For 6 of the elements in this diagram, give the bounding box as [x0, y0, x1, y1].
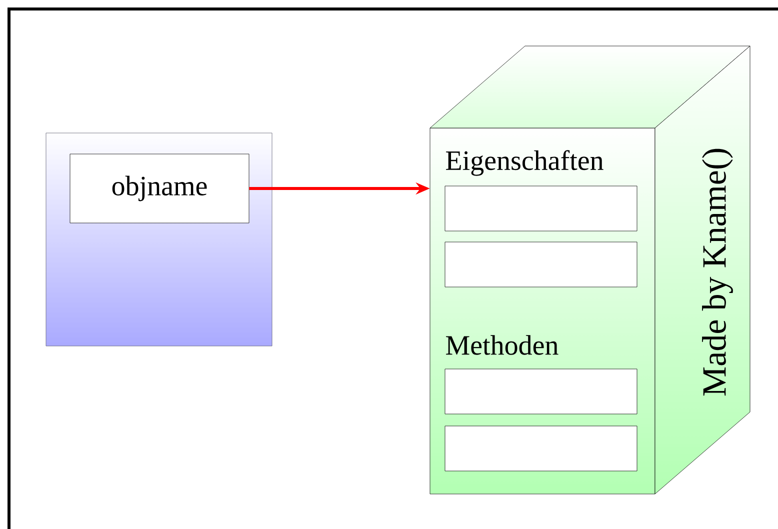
- node-label: Made by Kname(): [702, 148, 733, 396]
- field-box: [444, 242, 638, 288]
- field-box: [444, 368, 638, 414]
- field-box: [444, 426, 638, 472]
- field-box: [444, 186, 638, 232]
- text-box: objname: [70, 154, 250, 224]
